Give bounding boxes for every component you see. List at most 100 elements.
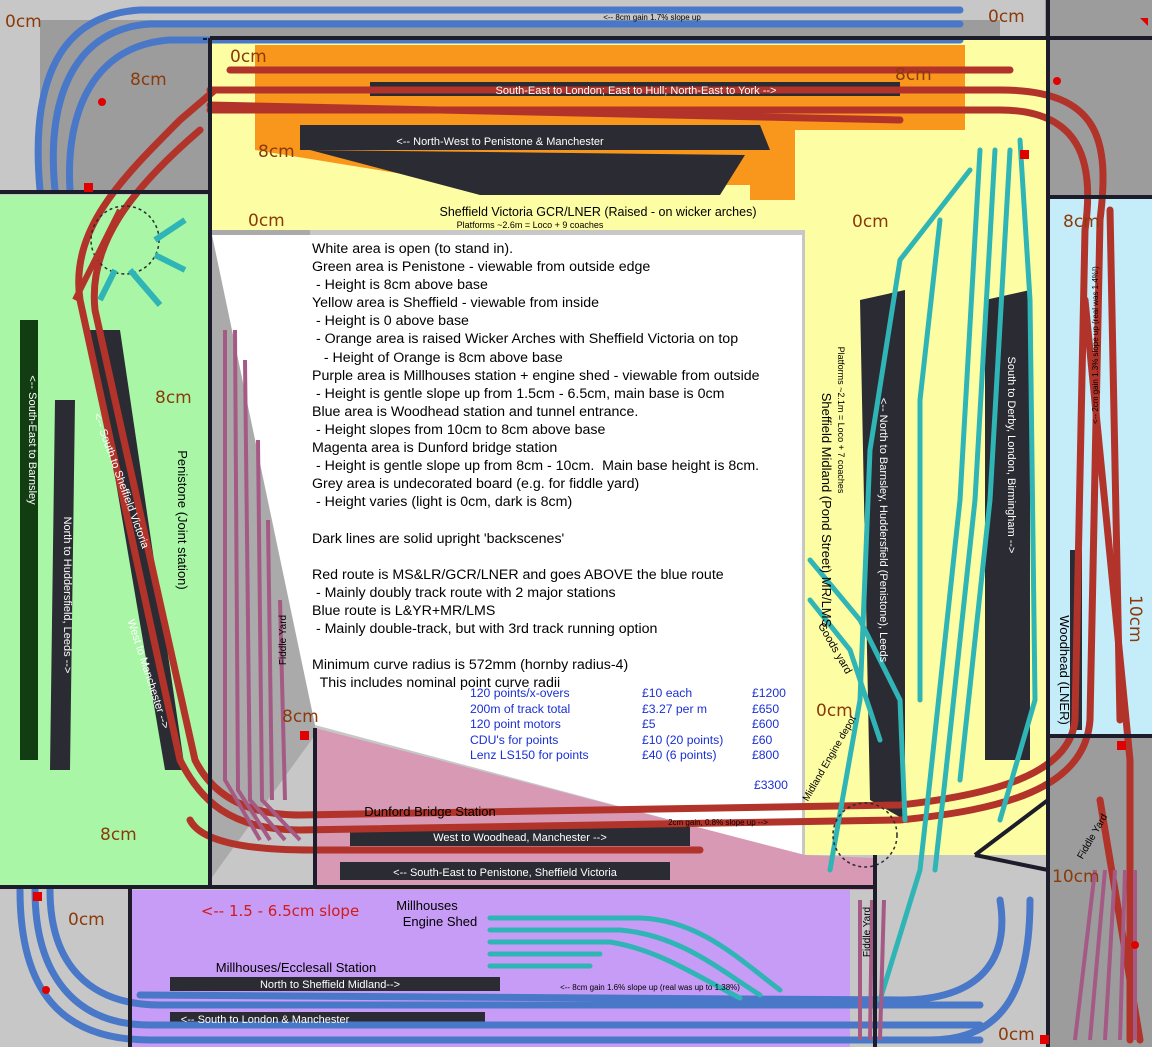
cost-item: CDU's for points [470,732,559,747]
shed-title-1: Millhouses [396,898,458,913]
penistone-platform-north [50,400,75,770]
note-line: - Height is gentle slope up from 8cm - 1… [312,458,760,475]
cost-item: 120 points/x-overs [470,686,570,700]
cost-rate: £10 (20 points) [642,732,724,747]
note-line: Purple area is Millhouses station + engi… [312,367,760,384]
cost-item: 200m of track total [470,701,571,716]
note-line: White area is open (to stand in). [312,241,514,257]
height-top-left-8: 8cm [130,70,167,90]
millhouses-title: Millhouses/Ecclesall Station [216,960,376,975]
cost-total: £650 [752,701,780,716]
red-route [75,66,1144,1044]
cost-rate: £10 each [642,686,693,700]
note-line [312,511,760,529]
legend-notes: White area is open (to stand in). Green a… [312,240,760,692]
height-penistone-b: 8cm [100,825,137,845]
cost-item: 120 point motors [470,717,561,731]
note-line: Blue area is Woodhead station and tunnel… [312,403,639,420]
height-fiddle-8: 8cm [282,707,319,727]
slope-notes: <-- 1.5 - 6.5cm slope <-- 8cm gain 1.7% … [201,13,1100,992]
victoria-title: Sheffield Victoria GCR/LNER (Raised - on… [439,205,756,219]
cost-rate: £5 [642,717,656,731]
height-right-8: 8cm [1063,212,1100,232]
cost-total: £3300 [754,778,788,792]
note-line: - Height slopes from 10cm to 8cm above b… [312,421,606,438]
note-line: Red route is MS&LR/GCR/LNER and goes ABO… [312,566,724,583]
penistone-platform-se [20,320,38,760]
height-right-10: 10cm [1125,595,1145,643]
fiddle-yard-right-tracks [1073,869,1137,1041]
height-yellow-left: 0cm [248,211,285,231]
height-labels: 0cm 8cm 0cm 0cm 8cm 8cm 0cm 0cm 8cm 8cm … [5,7,1145,1045]
dunford-platform-se [340,862,670,880]
dunford-slope: 2cm gain, 0.8% slope up --> [668,818,768,827]
midland-title: Sheffield Midland (Pond Street) MR/LMS [819,393,834,628]
midland-subtitle: Platforms ~2.1m = Loco + 7 coaches [836,347,846,494]
midland-tracks [487,137,1038,1003]
sheffield-area [212,40,1048,855]
note-line: - Height is gentle slope up from 1.5cm -… [312,385,725,402]
note-line: - Height of Orange is 8cm above base [312,349,563,366]
markers [33,18,1148,1044]
note-line: Blue route is L&YR+MR/LMS [312,602,496,619]
arrow-midland-south: South to Derby, London, Birmingham --> [1005,357,1017,554]
height-top-right: 0cm [988,7,1025,27]
height-penistone-a: 8cm [155,388,192,408]
penistone-title: Penistone (Joint station) [175,450,190,589]
height-woodhead-10: 10cm [1052,867,1100,887]
height-bottom-right: 0cm [998,1025,1035,1045]
blue-route [16,6,1034,1044]
note-line: - Mainly double-track, but with 3rd trac… [312,620,658,637]
cost-total: £800 [752,748,780,762]
note-line: - Mainly doubly track route with 2 major… [312,584,616,601]
note-line: - Height is 8cm above base [312,277,488,294]
height-victoria-left: 0cm [230,47,267,67]
arrow-midland-north: <-- North to Barnsley, Huddersfield (Pen… [877,398,889,663]
penistone-turntable [72,205,187,307]
bottom-slope: <-- 8cm gain 1.6% slope up (real was up … [560,983,740,992]
note-line: Grey area is undecorated board (e.g. for… [312,476,640,493]
cost-total: £60 [752,732,773,747]
height-victoria-bottom: 8cm [258,142,295,162]
arrow-millhouses-north: North to Sheffield Midland--> [260,979,400,991]
midland-turntable [832,802,898,868]
note-line [312,638,760,656]
fiddle-yard-label-left: Fiddle Yard [278,615,289,665]
cost-rate: £40 (6 points) [642,748,717,762]
shed-title-2: Engine Shed [403,914,477,929]
fiddle-yard-bottom-tracks [858,899,886,1041]
arrow-penistone-north: North to Huddersfield, Leeds --> [61,517,73,674]
note-line: This includes nominal point curve radii [312,675,561,692]
arrow-penistone-se: <-- South-East to Barnsley [26,375,38,505]
height-top-left: 0cm [5,12,42,32]
right-slope: <-- 2cm gain 1.3% slope up (real was 1.4… [1091,266,1100,424]
note-line: Minimum curve radius is 572mm (hornby ra… [312,657,629,674]
arrow-victoria-east: South-East to London; East to Hull; Nort… [496,85,777,97]
millhouses-slope: <-- 1.5 - 6.5cm slope [201,902,359,920]
victoria-platform-south [310,150,745,195]
note-line: Magenta area is Dunford bridge station [312,440,558,457]
dunford-title: Dunford Bridge Station [364,804,496,819]
height-midland-0: 0cm [816,701,853,721]
fiddle-yard-label-bottom: Fiddle Yard [862,907,873,957]
cost-total: £600 [752,717,780,731]
note-line: - Height is 0 above base [312,313,469,330]
open-area [212,235,802,855]
millhouses-platform-north [170,977,500,991]
note-line: Green area is Penistone - viewable from … [312,259,651,276]
cost-rate: £3.27 per m [642,701,708,716]
height-bottom-left: 0cm [68,910,105,930]
note-line: - Orange area is raised Wicker Arches wi… [312,331,739,348]
arrow-millhouses-south: <-- South to London & Manchester [181,1014,350,1026]
arrow-victoria-west: <-- North-West to Penistone & Manchester [396,136,604,148]
cost-item: Lenz LS150 for points [470,748,589,762]
note-line: Yellow area is Sheffield - viewable from… [312,295,600,312]
fiddle-yard-left-tracks [223,329,302,842]
victoria-subtitle: Platforms ~2.6m = Loco + 9 coaches [457,220,604,230]
arrow-dunford-west: West to Woodhead, Manchester --> [433,832,607,844]
height-yellow-right: 0cm [852,212,889,232]
note-line [312,548,760,566]
